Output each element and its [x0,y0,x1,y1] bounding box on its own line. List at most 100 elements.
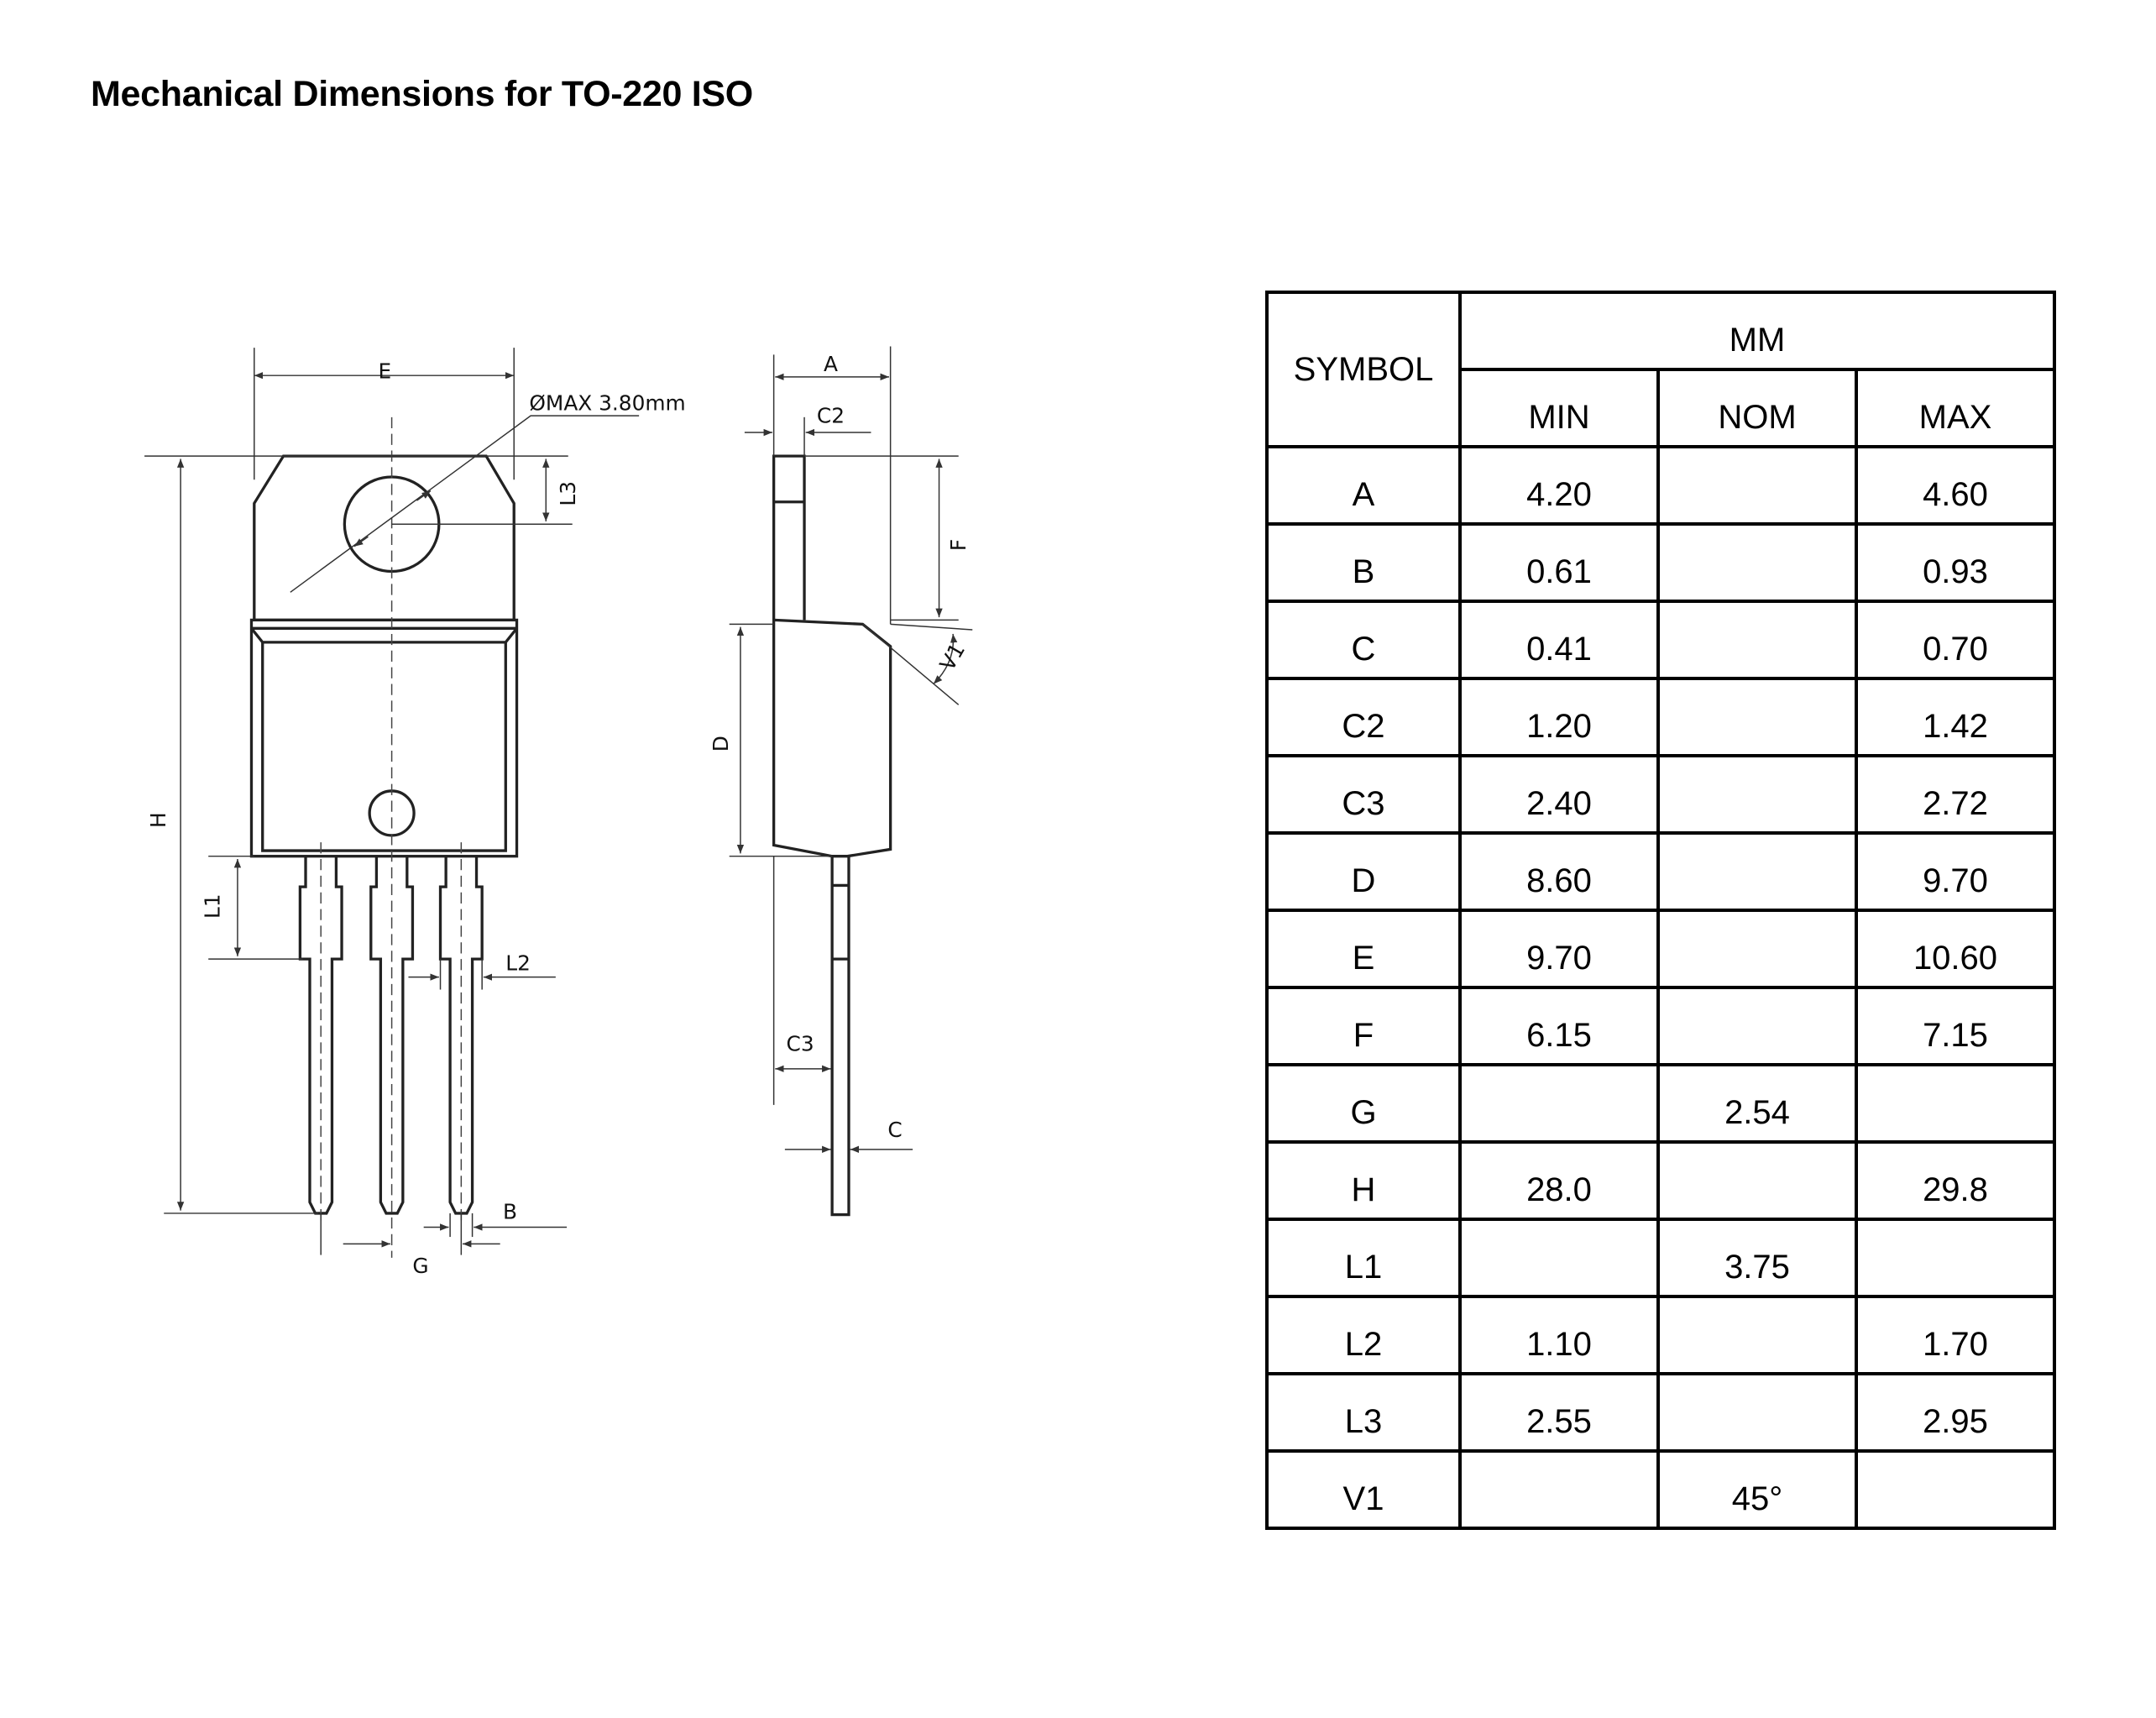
cell-nom: 3.75 [1656,1218,1858,1298]
cell-nom [1656,522,1858,603]
cell-min: 8.60 [1458,831,1660,912]
dim-label-A: A [824,352,838,376]
cell-min: 4.20 [1458,445,1660,526]
cell-max: 0.93 [1855,522,2056,603]
cell-symbol: D [1265,831,1462,912]
cell-max: 1.42 [1855,677,2056,757]
page-title: Mechanical Dimensions for TO-220 ISO [91,74,753,114]
cell-symbol: G [1265,1063,1462,1144]
cell-min: 1.20 [1458,677,1660,757]
cell-symbol: H [1265,1140,1462,1221]
cell-nom [1656,754,1858,835]
cell-nom [1656,445,1858,526]
cell-symbol: B [1265,522,1462,603]
dim-label-C3: C3 [787,1031,814,1055]
dim-label-G: G [412,1254,428,1278]
cell-max: 4.60 [1855,445,2056,526]
cell-symbol: L2 [1265,1295,1462,1375]
cell-nom [1656,831,1858,912]
dim-label-E: E [378,359,391,383]
cell-symbol: C2 [1265,677,1462,757]
cell-min: 0.41 [1458,600,1660,680]
dim-label-V1: V1 [935,639,970,675]
cell-min [1458,1218,1660,1298]
cell-max [1855,1063,2056,1144]
cell-nom [1656,909,1858,989]
cell-nom [1656,677,1858,757]
dim-label-F: F [946,539,971,551]
cell-max: 9.70 [1855,831,2056,912]
cell-min: 9.70 [1458,909,1660,989]
leads [298,842,484,1223]
cell-min: 6.15 [1458,986,1660,1066]
dim-label-L1: L1 [200,893,224,919]
cell-min [1458,1063,1660,1144]
cell-max: 7.15 [1855,986,2056,1066]
cell-symbol: L1 [1265,1218,1462,1298]
cell-max: 10.60 [1855,909,2056,989]
table-row: G 2.54 [1265,1063,2056,1144]
dim-label-C: C [887,1118,902,1142]
hole-diameter-label: ØMAX 3.80mm [529,391,685,416]
cell-nom: 45° [1656,1449,1858,1530]
dim-label-H: H [146,812,170,828]
column-header-max: MAX [1855,368,2056,448]
cell-max: 2.95 [1855,1372,2056,1453]
cell-nom [1656,1372,1858,1453]
cell-nom: 2.54 [1656,1063,1858,1144]
cell-nom [1656,1140,1858,1221]
column-header-min: MIN [1458,368,1660,448]
front-view: E ØMAX 3.80mm L3 H L1 L2 B G [144,348,686,1278]
table-row: V1 45° [1265,1449,2056,1530]
dim-label-C2: C2 [817,403,845,427]
cell-max: 2.72 [1855,754,2056,835]
cell-symbol: F [1265,986,1462,1066]
cell-symbol: E [1265,909,1462,989]
cell-max: 29.8 [1855,1140,2056,1221]
side-lead [830,856,850,1217]
cell-min: 2.40 [1458,754,1660,835]
dim-label-L2: L2 [505,951,531,975]
cell-symbol: A [1265,445,1462,526]
mounting-tab [253,454,515,622]
cell-min: 0.61 [1458,522,1660,603]
cell-symbol: C [1265,600,1462,680]
side-body [772,618,892,858]
cell-min: 2.55 [1458,1372,1660,1453]
cell-symbol: C3 [1265,754,1462,835]
symbol-header: SYMBOL [1265,291,1462,448]
body-dimple [368,789,416,837]
side-view: A C2 F D V1 C3 C [709,346,973,1217]
package-body [249,618,519,858]
dim-label-D: D [709,736,733,752]
dim-label-L3: L3 [556,481,580,506]
cell-max [1855,1218,2056,1298]
cell-min: 1.10 [1458,1295,1660,1375]
cell-nom [1656,600,1858,680]
cell-nom [1656,986,1858,1066]
side-tab [772,454,806,621]
cell-nom [1656,1295,1858,1375]
cell-symbol: V1 [1265,1449,1462,1530]
cell-min [1458,1449,1660,1530]
lead-2 [369,856,415,1215]
cell-symbol: L3 [1265,1372,1462,1453]
dim-label-B: B [503,1200,517,1224]
table-row: L1 3.75 [1265,1218,2056,1298]
unit-header: MM [1458,291,2056,371]
cell-max: 0.70 [1855,600,2056,680]
column-header-nom: NOM [1656,368,1858,448]
